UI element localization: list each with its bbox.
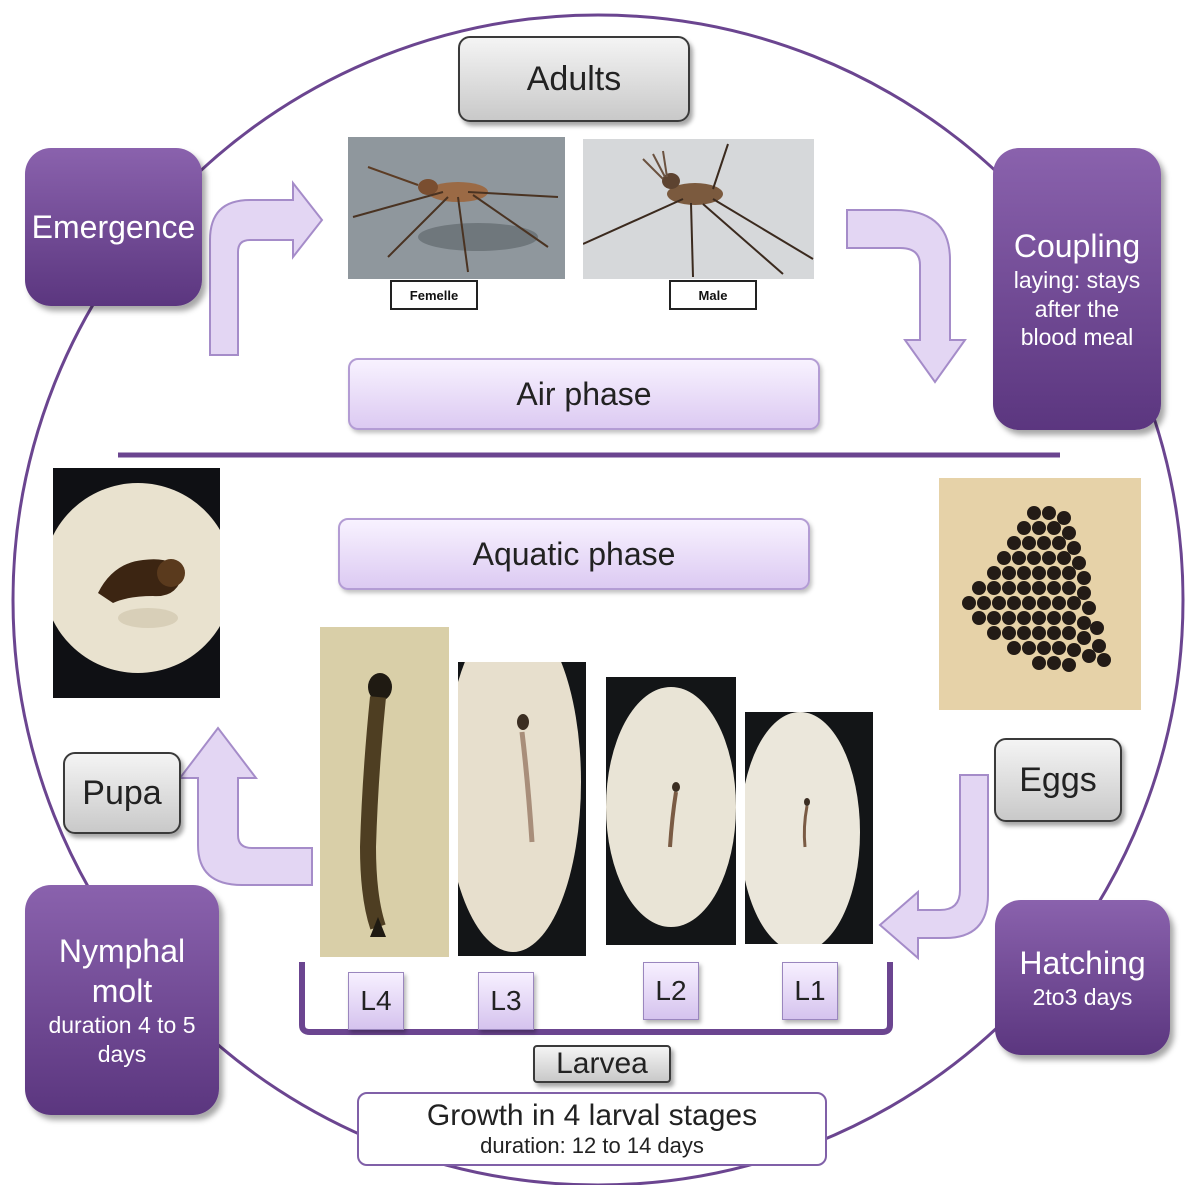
larvea-label: Larvea <box>533 1045 671 1083</box>
coupling-line3: blood meal <box>1021 323 1134 352</box>
larvea-text: Larvea <box>556 1047 648 1081</box>
nymphal-line1: Nymphal <box>59 931 185 971</box>
hatching-sub: 2to3 days <box>1033 983 1133 1012</box>
nymphal-line3: duration 4 to 5 <box>48 1011 195 1040</box>
growth-box: Growth in 4 larval stages duration: 12 t… <box>357 1092 827 1166</box>
stage-l1-text: L1 <box>794 975 825 1007</box>
air-phase-label: Air phase <box>348 358 820 430</box>
air-phase-text: Air phase <box>516 376 651 413</box>
eggs-label: Eggs <box>994 738 1122 822</box>
hatching-arrow <box>880 775 988 958</box>
stage-l4-text: L4 <box>360 985 391 1017</box>
emergence-text: Emergence <box>32 207 196 247</box>
adults-text: Adults <box>527 60 622 99</box>
adults-label: Adults <box>458 36 690 122</box>
stage-l2-label: L2 <box>643 962 699 1020</box>
hatching-title: Hatching <box>1019 943 1145 983</box>
larva-l2-photo <box>606 677 736 945</box>
female-label: Femelle <box>390 280 478 310</box>
aquatic-phase-text: Aquatic phase <box>473 536 676 573</box>
coupling-arrow <box>847 210 965 382</box>
female-mosquito-photo <box>348 137 565 279</box>
larva-l3-photo <box>458 662 586 956</box>
coupling-title: Coupling <box>1014 226 1140 266</box>
stage-l1-label: L1 <box>782 962 838 1020</box>
larva-l4-photo <box>320 627 449 957</box>
stage-l4-label: L4 <box>348 972 404 1030</box>
eggs-photo <box>939 478 1141 710</box>
nymphal-molt-box: Nymphal molt duration 4 to 5 days <box>25 885 219 1115</box>
coupling-line2: after the <box>1035 295 1119 324</box>
eggs-text: Eggs <box>1019 761 1097 800</box>
stage-l2-text: L2 <box>655 975 686 1007</box>
male-mosquito-photo <box>583 139 814 279</box>
hatching-box: Hatching 2to3 days <box>995 900 1170 1055</box>
growth-title: Growth in 4 larval stages <box>427 1099 757 1133</box>
coupling-line1: laying: stays <box>1014 266 1141 295</box>
pupa-label: Pupa <box>63 752 181 834</box>
male-label-text: Male <box>699 288 728 303</box>
male-label: Male <box>669 280 757 310</box>
larva-l1-photo <box>745 712 873 944</box>
nymphal-line4: days <box>98 1040 147 1069</box>
pupa-text: Pupa <box>82 774 161 813</box>
pupa-arrow <box>180 728 312 885</box>
nymphal-line2: molt <box>92 971 152 1011</box>
coupling-box: Coupling laying: stays after the blood m… <box>993 148 1161 430</box>
emergence-box: Emergence <box>25 148 202 306</box>
stage-l3-label: L3 <box>478 972 534 1030</box>
growth-sub: duration: 12 to 14 days <box>480 1133 704 1159</box>
female-label-text: Femelle <box>410 288 458 303</box>
aquatic-phase-label: Aquatic phase <box>338 518 810 590</box>
stage-l3-text: L3 <box>490 985 521 1017</box>
emergence-arrow <box>210 183 322 355</box>
pupa-photo <box>53 468 220 698</box>
